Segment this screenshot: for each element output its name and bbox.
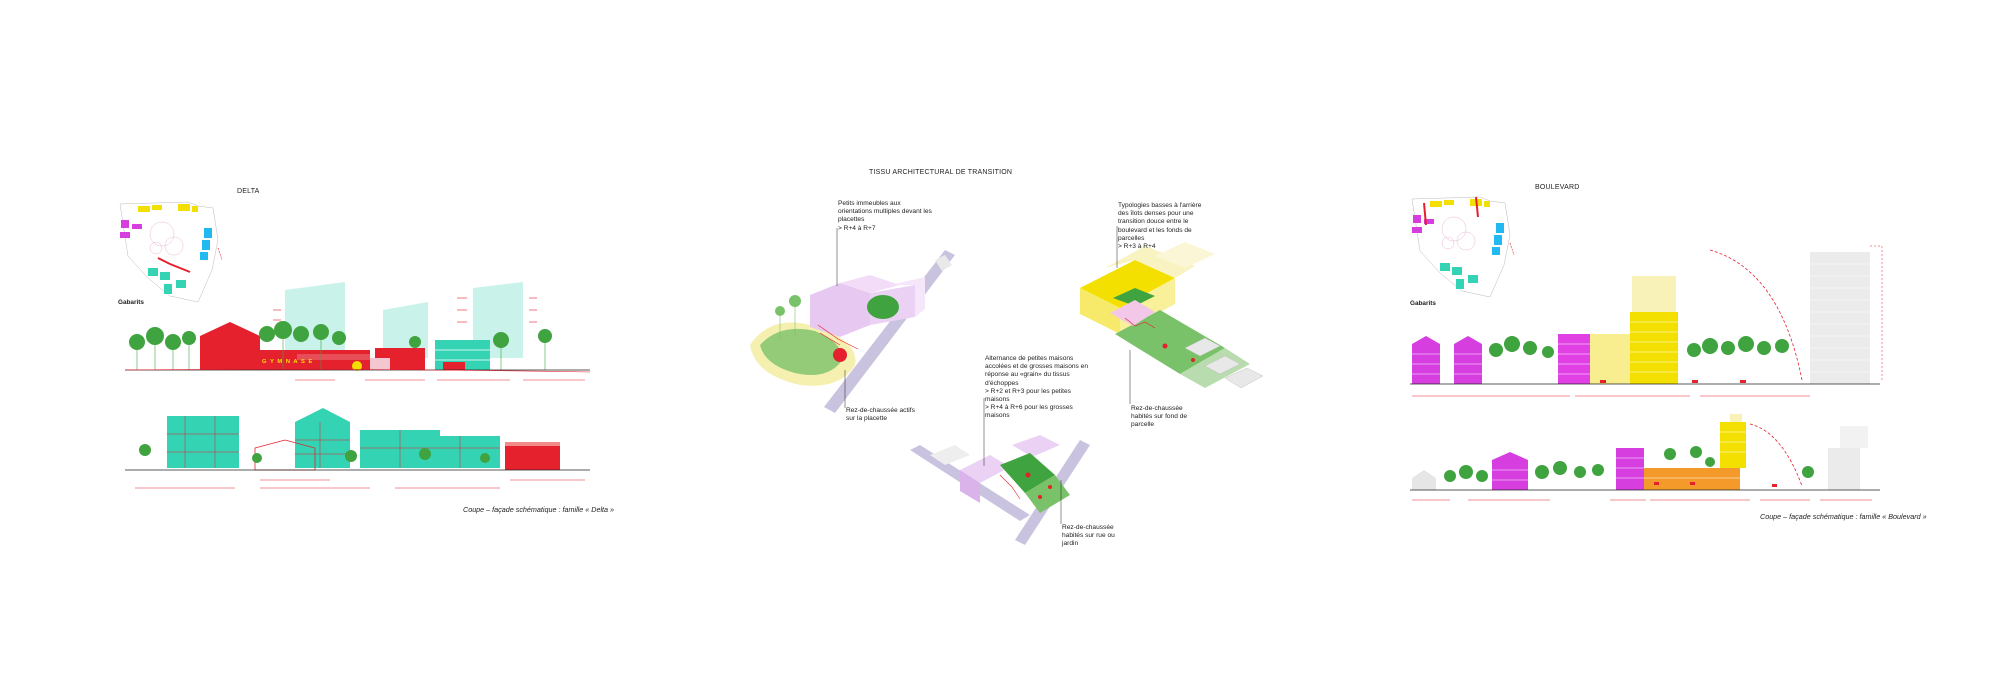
delta-place-label: Gabarits — [118, 299, 144, 306]
note-alternance: Alternance de petites maisons accolées e… — [985, 355, 1088, 420]
delta-elevation-lower — [125, 408, 590, 489]
leader-petits-immeubles — [836, 228, 838, 286]
axo-echoppes — [910, 435, 1090, 545]
note-typologies: Typologies basses à l'arrière des îlots … — [1118, 202, 1202, 251]
note-rdc-placette: Rez-de-chaussée actifs sur la placette — [846, 407, 915, 423]
leader-rdc-parcelle — [1129, 350, 1131, 404]
boulevard-caption: Coupe – façade schématique : famille « B… — [1760, 512, 1927, 521]
leader-alternance — [983, 398, 985, 466]
leader-rdc-placette — [844, 370, 846, 408]
leader-rdc-rue — [1060, 480, 1062, 524]
delta-key-map — [119, 201, 223, 303]
axo-placettes — [750, 250, 955, 413]
delta-elevation-upper — [124, 282, 591, 381]
delta-caption: Coupe – façade schématique : famille « D… — [463, 505, 615, 514]
boulevard-title: BOULEVARD — [1535, 184, 1580, 191]
boulevard-key-map — [1411, 196, 1515, 298]
leader-typologies — [1116, 226, 1118, 268]
axo-boulevard — [1080, 242, 1264, 389]
boulevard-elevation-lower — [1410, 414, 1880, 501]
delta-title: DELTA — [237, 188, 260, 195]
note-rdc-parcelle: Rez-de-chaussée habités sur fond de parc… — [1131, 405, 1188, 429]
note-petits-immeubles: Petits immeubles aux orientations multip… — [838, 200, 932, 232]
page-title: TISSU ARCHITECTURAL DE TRANSITION — [869, 169, 1013, 176]
boulevard-place-label: Gabarits — [1410, 300, 1436, 307]
boulevard-elevation-upper — [1410, 245, 1883, 397]
note-rdc-rue: Rez-de-chaussée habités sur rue ou jardi… — [1062, 524, 1115, 548]
gymnase-label: G Y M N A S E — [262, 359, 314, 365]
